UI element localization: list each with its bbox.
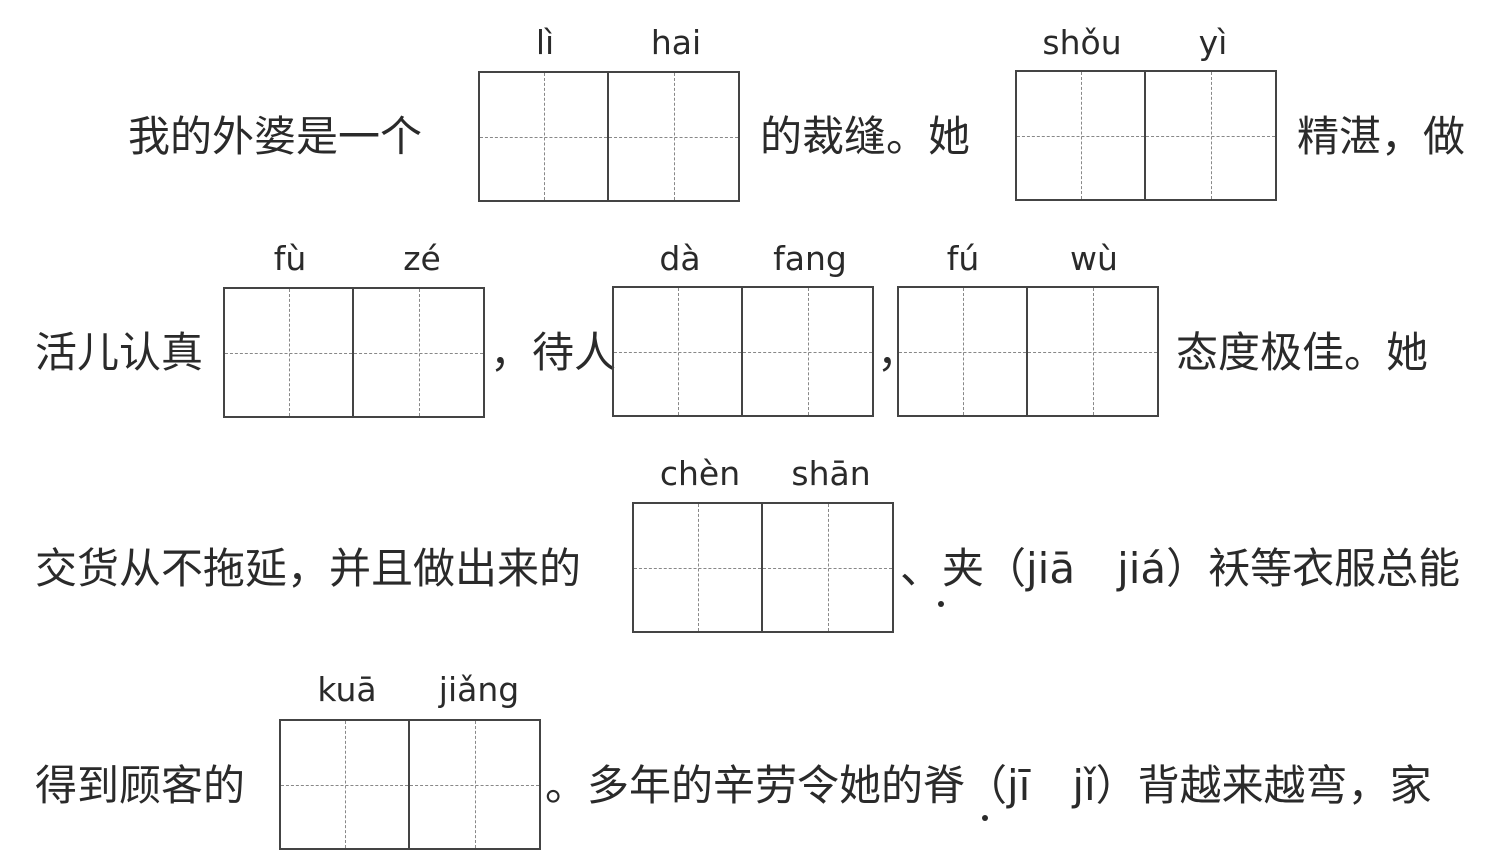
char-box[interactable]: [1028, 286, 1159, 417]
text-line2-part2: ，待人: [490, 328, 617, 377]
char-box[interactable]: [354, 287, 485, 418]
text-line1-part2: 的裁缝。她: [760, 112, 971, 161]
text-line1-part1: 我的外婆是一个: [128, 112, 423, 161]
pinyin-7b: jiǎng: [438, 670, 520, 709]
pinyin-2b: yì: [1198, 23, 1228, 62]
text-line2-part1: 活儿认真: [35, 328, 204, 377]
char-box[interactable]: [1015, 70, 1146, 201]
text-line2-part4: 态度极佳。她: [1176, 328, 1429, 377]
char-box[interactable]: [743, 286, 874, 417]
pinyin-4a: dà: [659, 239, 701, 278]
pinyin-1b: hai: [650, 23, 702, 62]
pinyin-7a: kuā: [317, 670, 377, 709]
text-line4-part2: 。多年的辛劳令她的脊（jī jǐ）背越来越弯，家: [545, 761, 1432, 810]
char-box[interactable]: [763, 502, 894, 633]
char-box[interactable]: [632, 502, 763, 633]
pinyin-4b: fang: [773, 239, 847, 278]
pinyin-1a: lì: [535, 23, 555, 62]
char-box[interactable]: [609, 71, 740, 202]
pinyin-5a: fú: [946, 239, 980, 278]
char-box[interactable]: [612, 286, 743, 417]
char-box[interactable]: [223, 287, 354, 418]
text-line4-part1: 得到顾客的: [35, 761, 246, 810]
char-box[interactable]: [478, 71, 609, 202]
char-box[interactable]: [279, 719, 410, 850]
pinyin-3b: zé: [403, 239, 441, 278]
char-box[interactable]: [897, 286, 1028, 417]
text-line3-part2: 、夹（jiā jiá）袄等衣服总能: [900, 544, 1461, 593]
emphasis-dot: [938, 601, 944, 607]
pinyin-2a: shǒu: [1042, 23, 1122, 62]
char-box[interactable]: [410, 719, 541, 850]
pinyin-6b: shān: [791, 454, 871, 493]
text-line3-part1: 交货从不拖延，并且做出来的: [35, 544, 582, 593]
pinyin-5b: wù: [1070, 239, 1118, 278]
text-line1-part3: 精湛，做: [1297, 112, 1466, 161]
emphasis-dot: [982, 815, 988, 821]
char-box[interactable]: [1146, 70, 1277, 201]
pinyin-3a: fù: [273, 239, 307, 278]
pinyin-6a: chèn: [659, 454, 741, 493]
